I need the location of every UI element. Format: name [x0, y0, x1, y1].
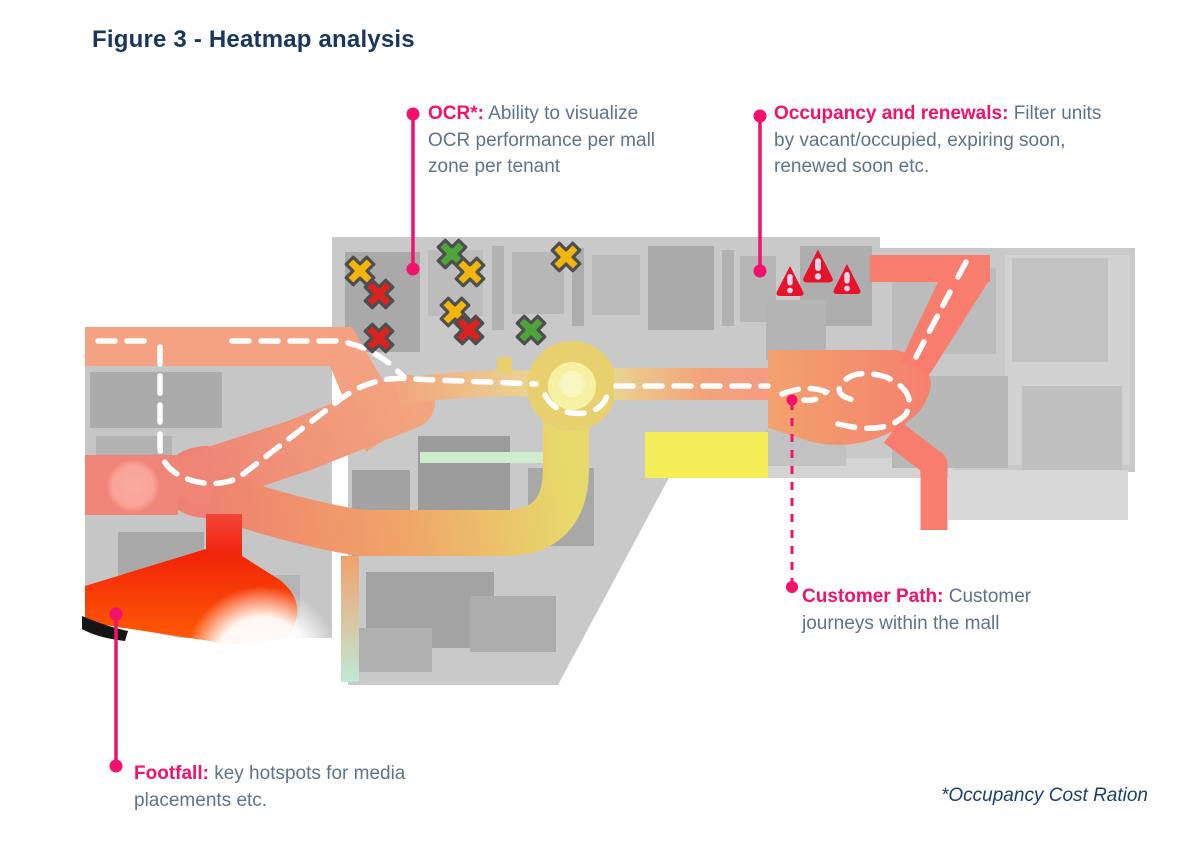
annotation-connector-occupancy [753, 109, 767, 278]
ocr-mark-yellow-icon [550, 241, 582, 273]
annotation-customer-path-body: Customer journeys within the mall [802, 586, 1032, 634]
customer-path-dashes [95, 259, 969, 487]
annotation-ocr: OCR*: Ability to visualize OCR performan… [428, 101, 682, 181]
annotation-footfall: Footfall: key hotspots for media placeme… [134, 761, 468, 814]
annotation-footfall-lead: Footfall: [134, 763, 209, 784]
markers-layer [344, 238, 861, 354]
annotation-ocr-body: Ability to visualize OCR performance per… [428, 103, 656, 177]
annotation-occupancy: Occupancy and renewals: Filter units by … [774, 101, 1116, 181]
annotation-connector-ocr [406, 107, 420, 276]
alert-triangle-icon [776, 266, 804, 296]
footfall-hotspot [106, 459, 160, 513]
alert-triangle-icon [833, 264, 861, 294]
annotation-connector-footfall [109, 607, 123, 773]
ocr-mark-red-icon [453, 314, 485, 346]
annotation-customer-path: Customer Path: Customer journeys within … [802, 584, 1086, 637]
ocr-mark-red-icon [363, 278, 395, 310]
yellow-zone [645, 432, 768, 478]
ocr-mark-yellow-icon [344, 255, 376, 287]
ocr-mark-green-icon [515, 314, 547, 346]
annotation-connectors [109, 107, 798, 773]
footnote-occupancy-cost-ratio: *Occupancy Cost Ration [941, 785, 1148, 806]
annotation-connector-customer-path [786, 394, 798, 593]
annotation-footfall-body: key hotspots for media placements etc. [134, 763, 406, 811]
annotation-customer-path-lead: Customer Path: [802, 586, 944, 607]
figure-title: Figure 3 - Heatmap analysis [92, 26, 415, 53]
ocr-mark-yellow-icon [454, 256, 486, 288]
alert-triangle-icon [803, 249, 833, 283]
ocr-mark-red-icon [363, 322, 395, 354]
annotation-occupancy-lead: Occupancy and renewals: [774, 103, 1009, 124]
footfall-gradient-corridor [341, 556, 359, 682]
mint-zone [420, 452, 566, 463]
annotation-occupancy-body: Filter units by vacant/occupied, expirin… [774, 103, 1102, 177]
annotation-ocr-lead: OCR*: [428, 103, 484, 124]
